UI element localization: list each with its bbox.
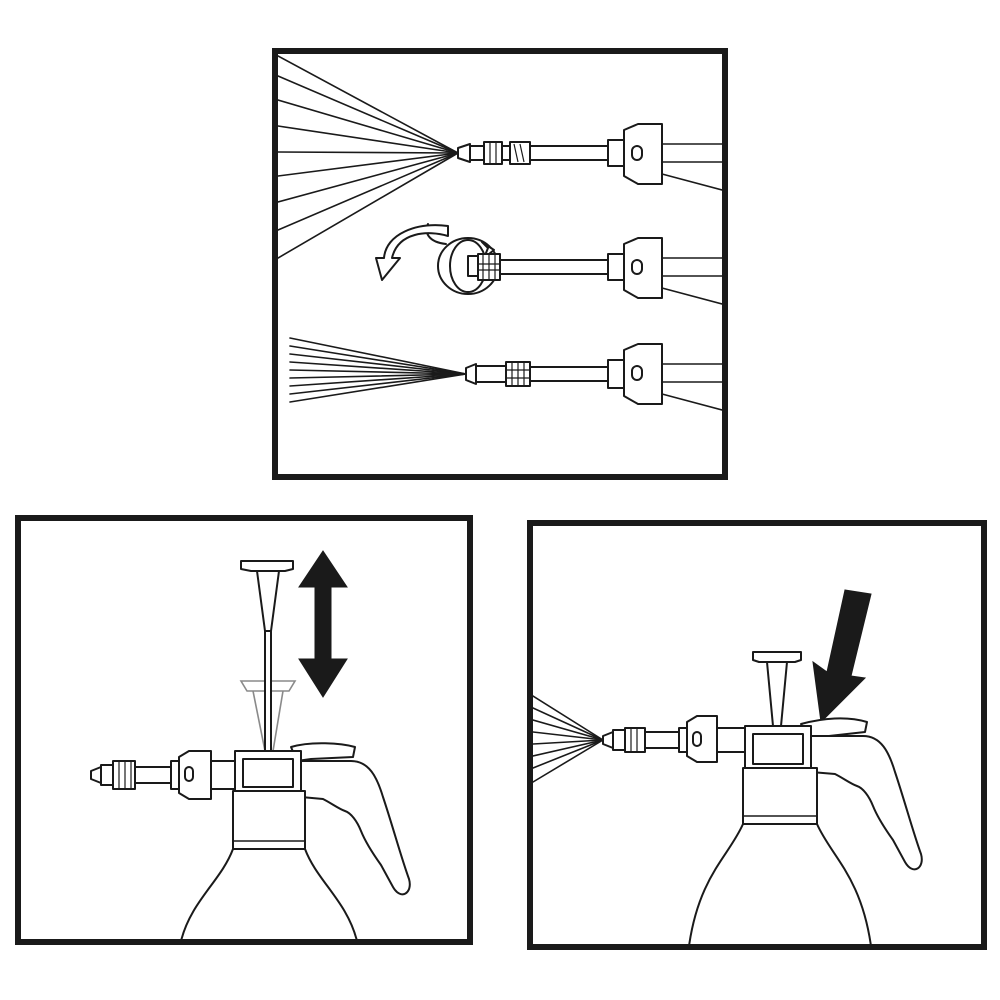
- spray-tube-2: [499, 259, 609, 275]
- twist-nozzle-row: [375, 223, 722, 305]
- nozzle-tip-3: [465, 363, 477, 385]
- pump-pressurize-illustration: [90, 550, 411, 939]
- spray-tube: [529, 145, 609, 161]
- wide-spray-row: [278, 55, 722, 259]
- narrow-jet-row: [289, 337, 722, 411]
- nozzle-adjustment-panel: [272, 48, 728, 480]
- plunger-lower-position: [239, 680, 297, 752]
- bottle-body: [688, 823, 872, 944]
- pump-plunger: [752, 651, 802, 727]
- bottle-neck: [232, 790, 306, 850]
- nozzle-collar: [483, 141, 503, 165]
- trigger-handle: [800, 717, 868, 739]
- pump-plunger: [240, 560, 294, 752]
- pump-pressurize-panel: [15, 515, 473, 945]
- handle-grip: [300, 760, 411, 896]
- nozzle-assembly: [602, 715, 746, 763]
- spray-tube-3: [529, 366, 609, 382]
- spray-fan: [533, 695, 604, 783]
- nozzle-adjustment-illustration: [278, 55, 722, 411]
- narrow-jet-spray: [289, 337, 467, 403]
- up-down-arrow-icon: [298, 550, 348, 698]
- rotate-arrow-icon: [375, 224, 449, 281]
- down-arrow-icon: [812, 589, 872, 724]
- bottle-body: [180, 848, 358, 939]
- press-to-spray-panel: [527, 520, 987, 950]
- press-to-spray-illustration: [533, 589, 923, 944]
- nozzle-neck: [469, 145, 485, 161]
- handle-grip: [810, 735, 923, 871]
- nozzle-assembly: [90, 750, 236, 800]
- trigger-handle: [290, 742, 356, 762]
- nozzle-tip: [457, 143, 471, 163]
- wide-spray-fan: [278, 55, 459, 259]
